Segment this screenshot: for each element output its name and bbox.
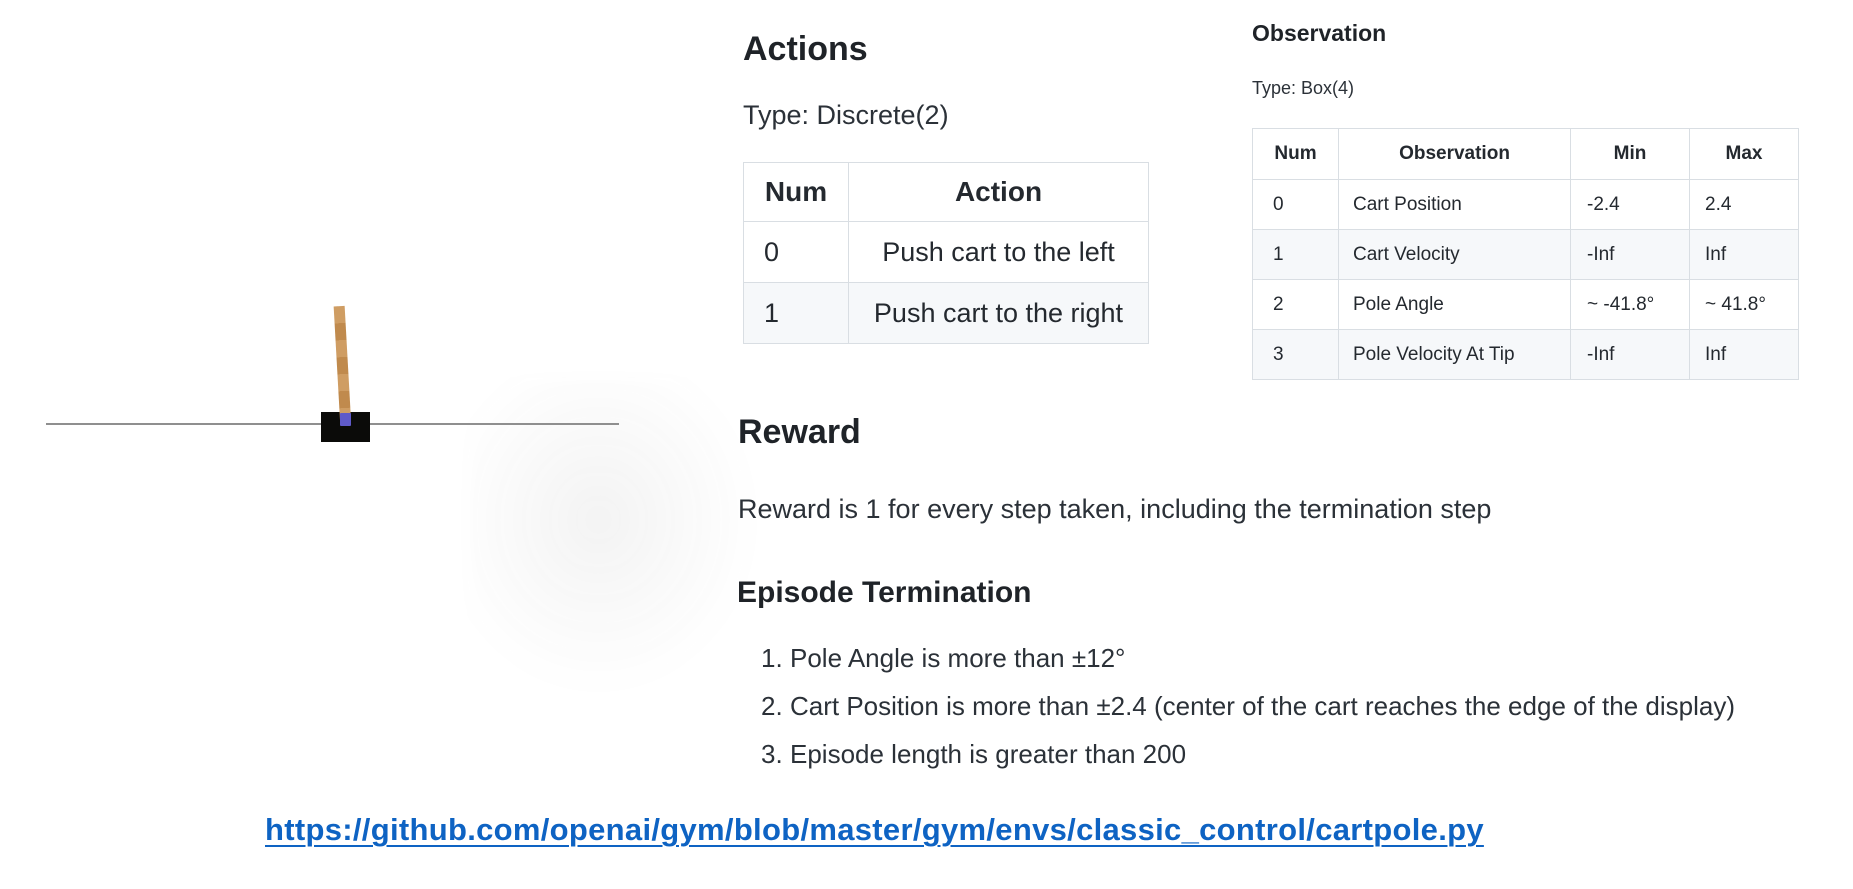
table-cell: -Inf [1570,229,1690,280]
termination-item: 3.Episode length is greater than 200 [761,739,1187,769]
list-number: 1. [761,643,783,673]
table-cell: ~ 41.8° [1689,279,1799,330]
termination-item: 1.Pole Angle is more than ±12° [761,643,1126,673]
episode-termination-list: 1.Pole Angle is more than ±12° 2.Cart Pos… [743,641,1735,785]
table-cell: Cart Velocity [1338,229,1571,280]
table-cell: 0 [1252,179,1339,230]
table-cell: ~ -41.8° [1570,279,1690,330]
actions-heading: Actions [743,30,868,68]
table-cell: Pole Angle [1338,279,1571,330]
table-cell: Push cart to the left [848,221,1149,283]
table-cell: Pole Velocity At Tip [1338,329,1571,380]
cartpole-pole [333,305,351,421]
table-cell: -2.4 [1570,179,1690,230]
reward-heading: Reward [738,413,861,451]
observation-heading: Observation [1252,20,1387,46]
table-cell: Cart Position [1338,179,1571,230]
termination-item: 2.Cart Position is more than ±2.4 (cente… [761,691,1735,721]
table-cell: Push cart to the right [848,282,1149,344]
table-column-header: Min [1570,128,1690,180]
background-artifact [468,378,758,693]
table-cell: 3 [1252,329,1339,380]
list-number: 3. [761,739,783,769]
cartpole-axle [340,413,351,426]
actions-type-label: Type: Discrete(2) [743,100,949,130]
table-column-header: Num [1252,128,1339,180]
table-cell: 0 [743,221,849,283]
table-cell: 1 [1252,229,1339,280]
table-cell: Inf [1689,329,1799,380]
list-number: 2. [761,691,783,721]
observation-type-label: Type: Box(4) [1252,78,1355,98]
table-column-header: Action [848,162,1149,222]
episode-termination-heading: Episode Termination [737,576,1032,609]
table-cell: 2 [1252,279,1339,330]
table-cell: -Inf [1570,329,1690,380]
table-column-header: Max [1689,128,1799,180]
github-source-link[interactable]: https://github.com/openai/gym/blob/maste… [265,812,1484,847]
table-cell: 1 [743,282,849,344]
table-cell: Inf [1689,229,1799,280]
table-cell: 2.4 [1689,179,1799,230]
table-column-header: Num [743,162,849,222]
reward-description: Reward is 1 for every step taken, includ… [738,494,1492,524]
table-column-header: Observation [1338,128,1571,180]
